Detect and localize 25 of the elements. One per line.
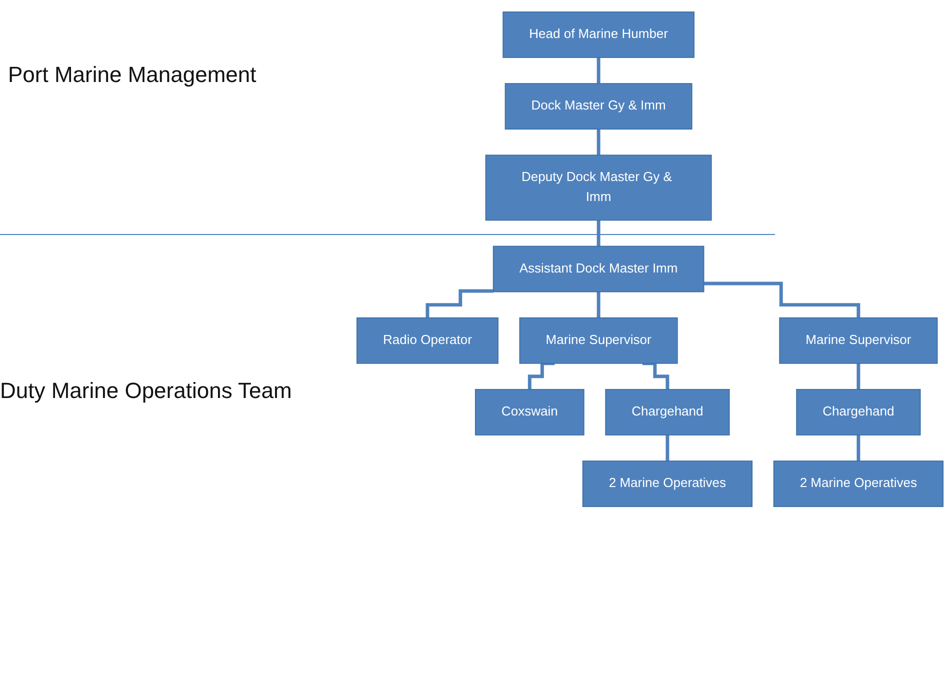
connector [856, 433, 860, 463]
connector [596, 290, 600, 320]
node-box: 2 Marine Operatives [773, 460, 944, 508]
node-box: Chargehand [605, 389, 730, 436]
connector [856, 362, 860, 392]
connector [666, 433, 670, 463]
section-label: Duty Marine Operations Team [0, 378, 292, 404]
node-box: Dock Master Gy & Imm [504, 83, 692, 130]
node-box: 2 Marine Operatives [582, 460, 753, 508]
connector [528, 362, 555, 392]
connector [704, 282, 860, 320]
connector [642, 362, 670, 392]
connector [426, 289, 494, 320]
node-box: Marine Supervisor [779, 317, 938, 364]
connector [596, 56, 600, 86]
section-label: Port Marine Management [8, 62, 256, 88]
connector [596, 127, 600, 157]
node-box: Head of Marine Humber [502, 12, 694, 58]
node-box: Deputy Dock Master Gy & Imm [485, 154, 712, 221]
node-box: Coxswain [474, 389, 584, 436]
connector [596, 218, 600, 248]
node-box: Chargehand [796, 389, 921, 436]
node-box: Marine Supervisor [519, 317, 678, 364]
node-box: Assistant Dock Master Imm [492, 246, 704, 292]
node-box: Radio Operator [356, 317, 498, 364]
